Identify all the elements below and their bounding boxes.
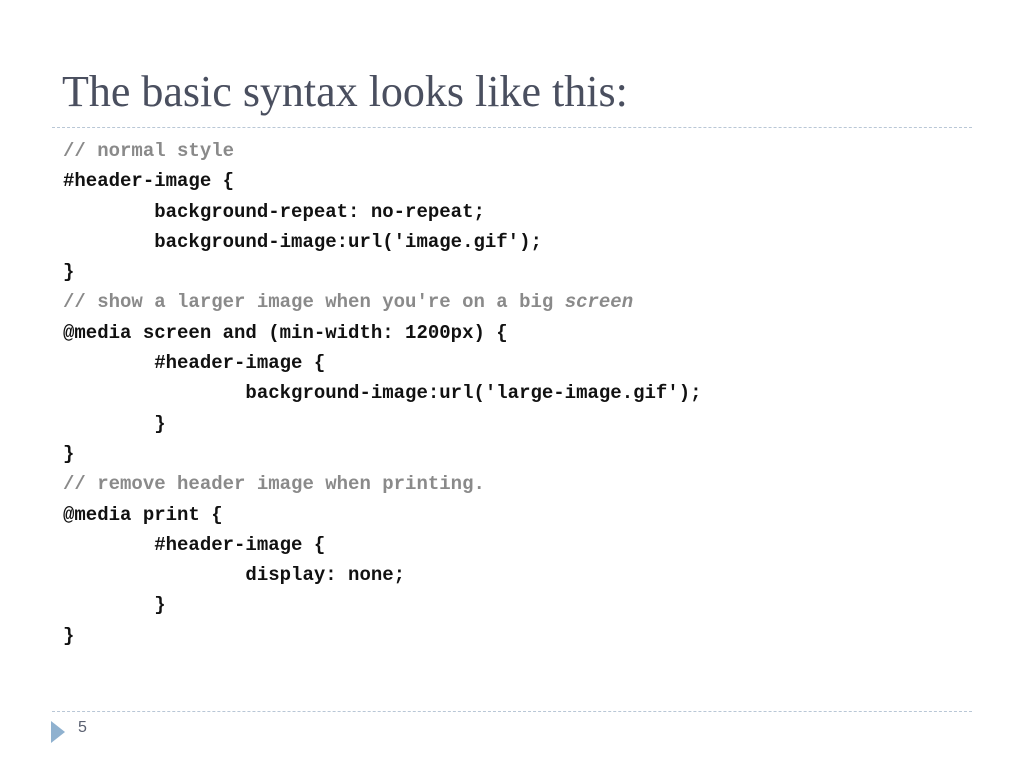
code-comment-line: // normal style	[63, 136, 963, 166]
code-line-text: }	[63, 442, 75, 465]
code-line-text: background-repeat: no-repeat;	[63, 200, 485, 223]
code-line: #header-image {	[63, 530, 963, 560]
code-line: #header-image {	[63, 166, 963, 196]
code-block: // normal style #header-image { backgroun…	[63, 136, 963, 651]
code-line-text: #header-image {	[63, 533, 326, 556]
code-line-text: @media print {	[63, 503, 223, 526]
code-line-text: }	[63, 624, 75, 647]
page-number: 5	[78, 719, 87, 736]
code-line-text: // remove header image when printing.	[63, 473, 485, 496]
code-comment-line: // show a larger image when you're on a …	[63, 287, 963, 317]
triangle-bullet-icon	[51, 721, 65, 743]
code-line: @media print {	[63, 500, 963, 530]
code-line-text: background-image:url('large-image.gif');	[63, 382, 702, 405]
code-line: }	[63, 590, 963, 620]
code-line: background-image:url('image.gif');	[63, 227, 963, 257]
code-line-emphasis: screen	[564, 291, 634, 314]
code-line: display: none;	[63, 560, 963, 590]
code-line-text: }	[63, 412, 166, 435]
footer-divider	[52, 711, 972, 712]
code-line: background-image:url('large-image.gif');	[63, 378, 963, 408]
code-line: }	[63, 409, 963, 439]
code-line-text: #header-image {	[63, 170, 235, 193]
code-line-text: #header-image {	[63, 352, 326, 375]
code-line-text: // show a larger image when you're on a …	[63, 291, 565, 314]
code-line-text: // normal style	[63, 140, 235, 162]
code-line: }	[63, 257, 963, 287]
code-line: @media screen and (min-width: 1200px) {	[63, 318, 963, 348]
code-line: background-repeat: no-repeat;	[63, 197, 963, 227]
code-line: }	[63, 621, 963, 651]
code-line-text: background-image:url('image.gif');	[63, 230, 542, 253]
code-line: }	[63, 439, 963, 469]
code-line-text: }	[63, 594, 166, 617]
code-line-text: display: none;	[63, 564, 406, 587]
code-comment-line: // remove header image when printing.	[63, 469, 963, 499]
title-divider	[52, 127, 972, 128]
code-line-text: @media screen and (min-width: 1200px) {	[63, 321, 508, 344]
code-line: #header-image {	[63, 348, 963, 378]
code-line-text: }	[63, 261, 75, 284]
slide-title: The basic syntax looks like this:	[62, 67, 628, 116]
